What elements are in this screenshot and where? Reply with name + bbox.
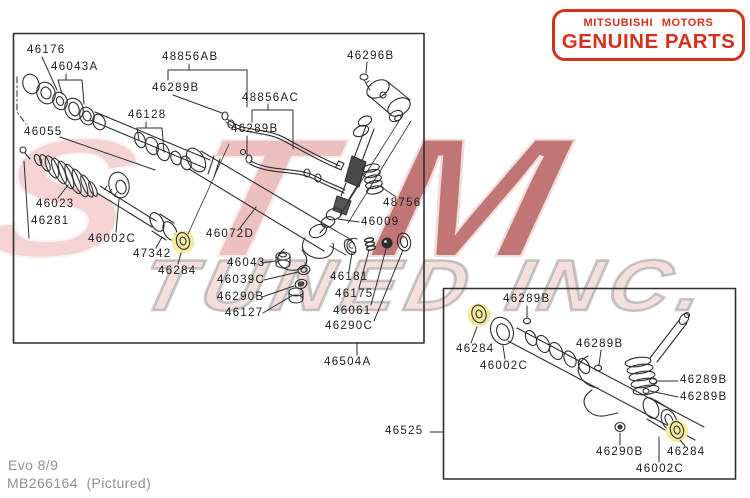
- part-label-46002C: 46002C: [88, 233, 137, 245]
- inset-assembly-art: [489, 311, 705, 441]
- highlight-washer-46284-inset-right: [666, 420, 688, 442]
- logo-line-1: MITSUBISHI MOTORS: [583, 16, 714, 29]
- inset-leader-lines: [429, 305, 686, 463]
- part-label-46039C: 46039C: [217, 274, 266, 286]
- part-label-46128: 46128: [128, 109, 167, 121]
- part-label-48756: 48756: [383, 197, 422, 209]
- part-label-46009: 46009: [361, 216, 400, 228]
- part-label-46284: 46284: [158, 265, 197, 277]
- main-small-parts-row-art: [346, 232, 412, 253]
- part-label-46175: 46175: [335, 288, 374, 300]
- part-label-46281: 46281: [31, 215, 70, 227]
- part-label-46290C: 46290C: [325, 320, 374, 332]
- part-label-46043A: 46043A: [51, 61, 99, 73]
- part-label-46296B: 46296B: [347, 50, 395, 62]
- model-caption: Evo 8/9: [8, 457, 59, 473]
- part-label-46289B: 46289B: [231, 123, 279, 135]
- part-label-46289B: 46289B: [680, 374, 728, 386]
- part-label-46525: 46525: [385, 425, 424, 437]
- part-label-46072D: 46072D: [206, 228, 255, 240]
- main-valve-assembly-art: [319, 73, 412, 234]
- part-label-46290B: 46290B: [217, 291, 265, 303]
- part-label-46061: 46061: [333, 305, 372, 317]
- part-label-47342: 47342: [133, 248, 172, 260]
- main-pipes-art: [221, 111, 346, 194]
- part-label-46023: 46023: [36, 198, 75, 210]
- part-label-46043: 46043: [227, 257, 266, 269]
- part-label-46181: 46181: [330, 271, 369, 283]
- part-label-46290B: 46290B: [596, 446, 644, 458]
- mitsubishi-genuine-parts-logo: MITSUBISHI MOTORS GENUINE PARTS: [552, 9, 745, 61]
- part-label-46289B: 46289B: [152, 82, 200, 94]
- part-label-46055: 46055: [24, 126, 63, 138]
- part-label-48856AB: 48856AB: [162, 51, 219, 63]
- part-label-46504A: 46504A: [324, 356, 372, 368]
- part-label-48856AC: 48856AC: [242, 92, 300, 104]
- part-label-46176: 46176: [27, 44, 66, 56]
- part-label-46127: 46127: [225, 307, 264, 319]
- main-diagram-box: [12, 32, 425, 344]
- logo-line-2: GENUINE PARTS: [561, 29, 736, 53]
- inset-diagram-box: [442, 287, 737, 480]
- highlight-washer-46284-inset-left: [467, 303, 491, 327]
- main-leader-lines: [16, 56, 404, 356]
- part-label-46002C: 46002C: [480, 360, 529, 372]
- part-label-46284: 46284: [667, 446, 706, 458]
- part-label-46002C: 46002C: [636, 463, 685, 475]
- part-label-46289B: 46289B: [680, 391, 728, 403]
- part-number-caption: MB266164 (Pictured): [7, 475, 152, 491]
- main-mount-parts-art: [275, 251, 311, 304]
- part-label-46289B: 46289B: [576, 338, 624, 350]
- highlight-washer-46284-main: [171, 230, 195, 254]
- part-label-46289B: 46289B: [503, 293, 551, 305]
- part-label-46284: 46284: [456, 343, 495, 355]
